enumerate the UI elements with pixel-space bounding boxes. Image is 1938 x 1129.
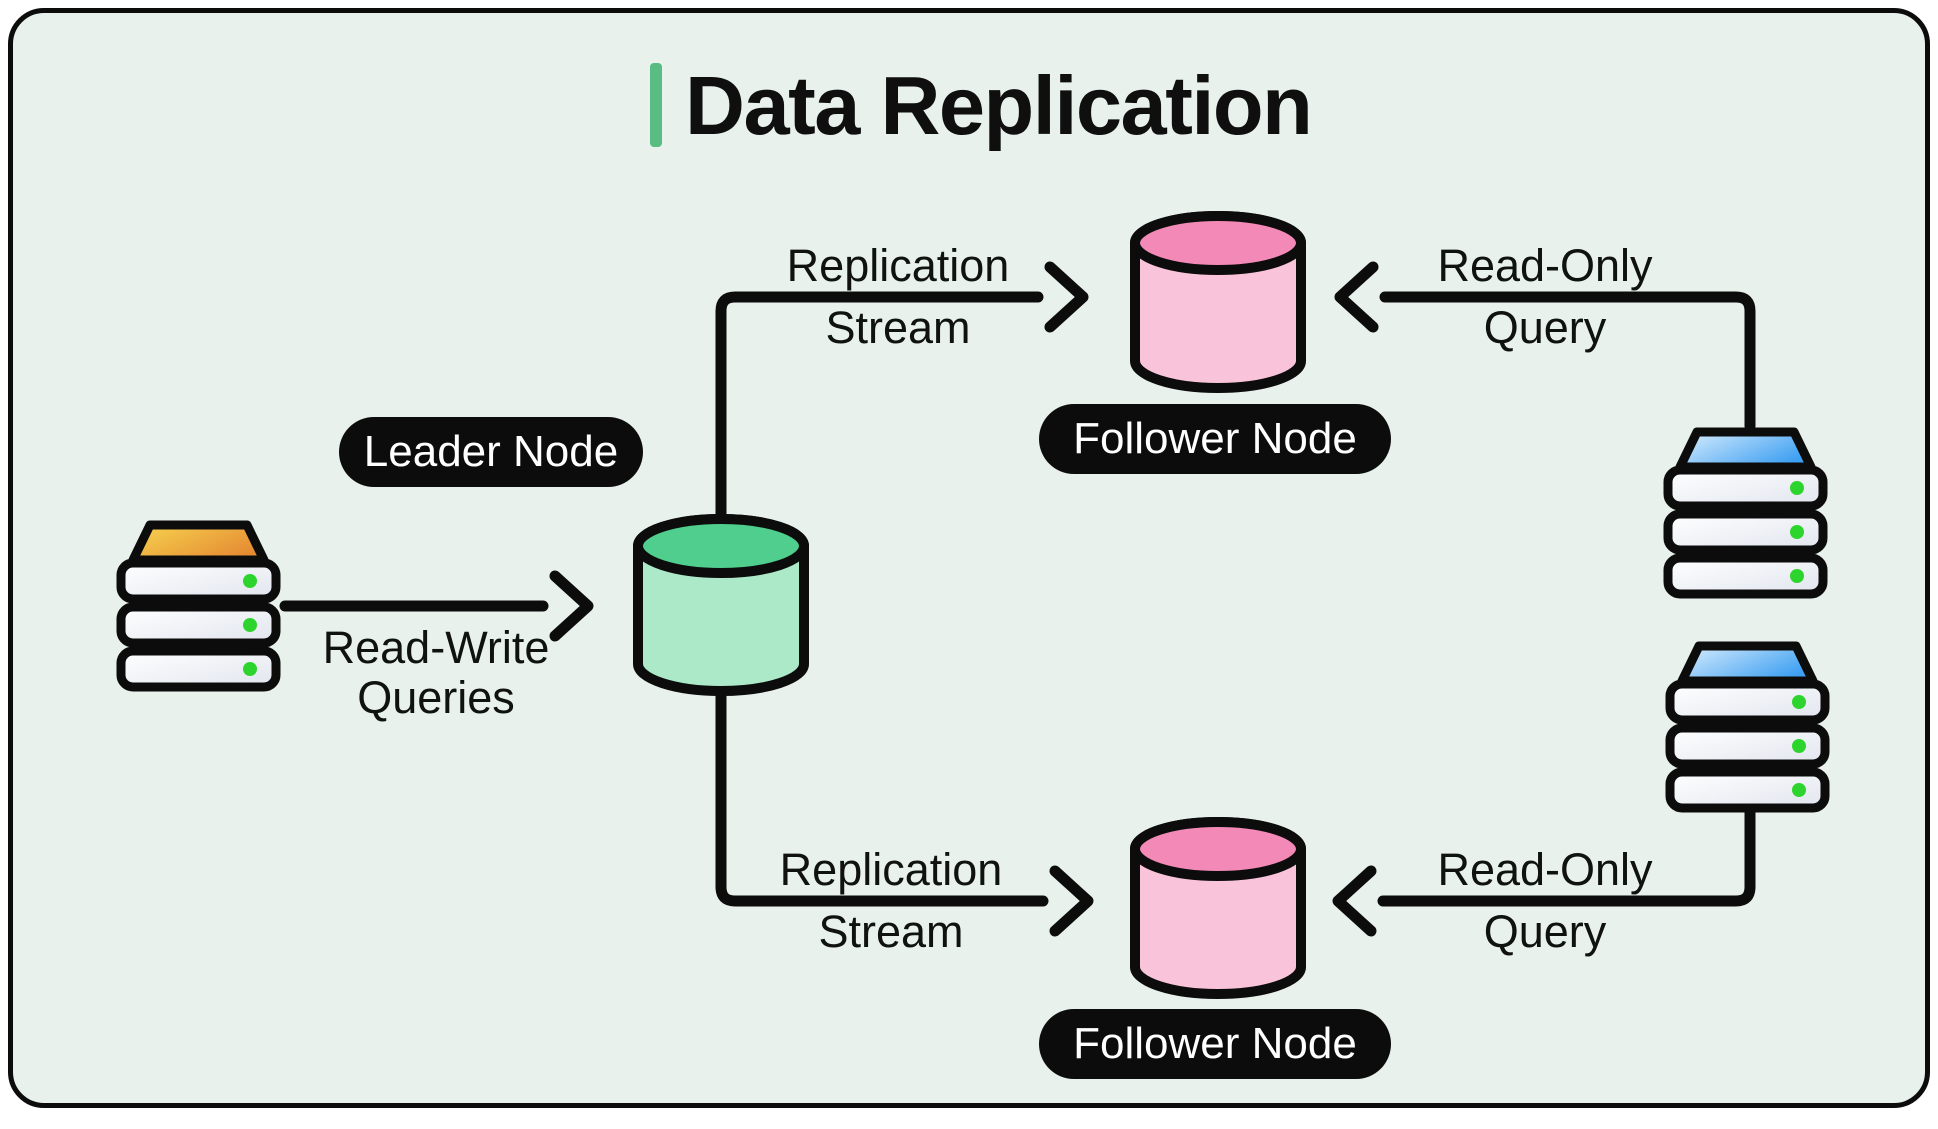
edge-label-read-only-top: Read-Only Query bbox=[1385, 235, 1705, 359]
edge-label-line1: Read-Write bbox=[322, 622, 550, 673]
led-indicator-icon bbox=[1790, 481, 1804, 495]
edge-replication-top-shaft bbox=[715, 291, 1044, 611]
led-indicator-icon bbox=[1792, 783, 1806, 797]
server-slat bbox=[116, 602, 281, 648]
leader-node-label-pill: Leader Node bbox=[339, 417, 643, 487]
edge-read-only-top-arrowhead-icon bbox=[1334, 261, 1379, 333]
server-slat bbox=[116, 558, 281, 604]
edge-read-only-bottom-shaft bbox=[1377, 807, 1756, 907]
follower-node-bottom-label-pill: Follower Node bbox=[1039, 1009, 1391, 1079]
server-slat bbox=[1665, 767, 1830, 813]
edge-replication-bottom-arrowhead-icon bbox=[1049, 865, 1094, 937]
title-accent-bar bbox=[650, 63, 662, 147]
server-slat bbox=[116, 646, 281, 692]
cylinder-top bbox=[633, 514, 809, 578]
edge-label-read-only-bottom: Read-Only Query bbox=[1385, 839, 1705, 963]
edge-label-line1: Read-Only bbox=[1437, 844, 1653, 895]
canvas-frame: Data Replication Read-Write Queries Repl… bbox=[8, 8, 1930, 1108]
edge-label-read-write: Read-Write Queries bbox=[276, 623, 596, 723]
cylinder-top bbox=[1130, 211, 1306, 275]
edge-read-only-top-shaft bbox=[1379, 291, 1756, 432]
edge-read-only-bottom-arrowhead-icon bbox=[1332, 865, 1377, 937]
led-indicator-icon bbox=[1790, 525, 1804, 539]
server-stack-icon bbox=[116, 520, 281, 692]
edge-label-line2: Query bbox=[1483, 302, 1607, 353]
database-cylinder-icon bbox=[1130, 817, 1306, 999]
connector-layer bbox=[279, 261, 1756, 937]
edge-label-line2: Query bbox=[1483, 906, 1607, 957]
server-slat bbox=[1663, 465, 1828, 511]
database-cylinder-icon bbox=[1130, 211, 1306, 393]
led-indicator-icon bbox=[1792, 695, 1806, 709]
server-top-panel bbox=[1675, 427, 1816, 472]
server-stack-icon bbox=[1665, 641, 1830, 813]
server-slat bbox=[1663, 509, 1828, 555]
server-stack-icon bbox=[1663, 427, 1828, 599]
edge-label-line1: Read-Only bbox=[1437, 240, 1653, 291]
led-indicator-icon bbox=[243, 662, 257, 676]
edge-replication-bottom-shaft bbox=[715, 599, 1049, 907]
database-cylinder-icon bbox=[633, 514, 809, 696]
server-slat bbox=[1665, 723, 1830, 769]
edge-label-line2: Stream bbox=[825, 302, 971, 353]
page-title: Data Replication bbox=[685, 59, 1313, 152]
cylinder-top bbox=[1130, 817, 1306, 881]
led-indicator-icon bbox=[1790, 569, 1804, 583]
edge-label-replication-bottom: Replication Stream bbox=[731, 839, 1051, 963]
edge-label-line1: Replication bbox=[786, 240, 1010, 291]
edge-replication-top-arrowhead-icon bbox=[1044, 261, 1089, 333]
led-indicator-icon bbox=[1792, 739, 1806, 753]
server-top-panel bbox=[1677, 641, 1818, 686]
edge-label-replication-top: Replication Stream bbox=[738, 235, 1058, 359]
led-indicator-icon bbox=[243, 574, 257, 588]
server-slat bbox=[1665, 679, 1830, 725]
server-slat bbox=[1663, 553, 1828, 599]
edge-label-line2: Queries bbox=[357, 672, 515, 723]
edge-label-line1: Replication bbox=[779, 844, 1003, 895]
edge-read-write-arrowhead-icon bbox=[549, 570, 594, 642]
edge-label-line2: Stream bbox=[818, 906, 964, 957]
server-top-panel bbox=[128, 520, 269, 565]
led-indicator-icon bbox=[243, 618, 257, 632]
follower-node-top-label-pill: Follower Node bbox=[1039, 404, 1391, 474]
